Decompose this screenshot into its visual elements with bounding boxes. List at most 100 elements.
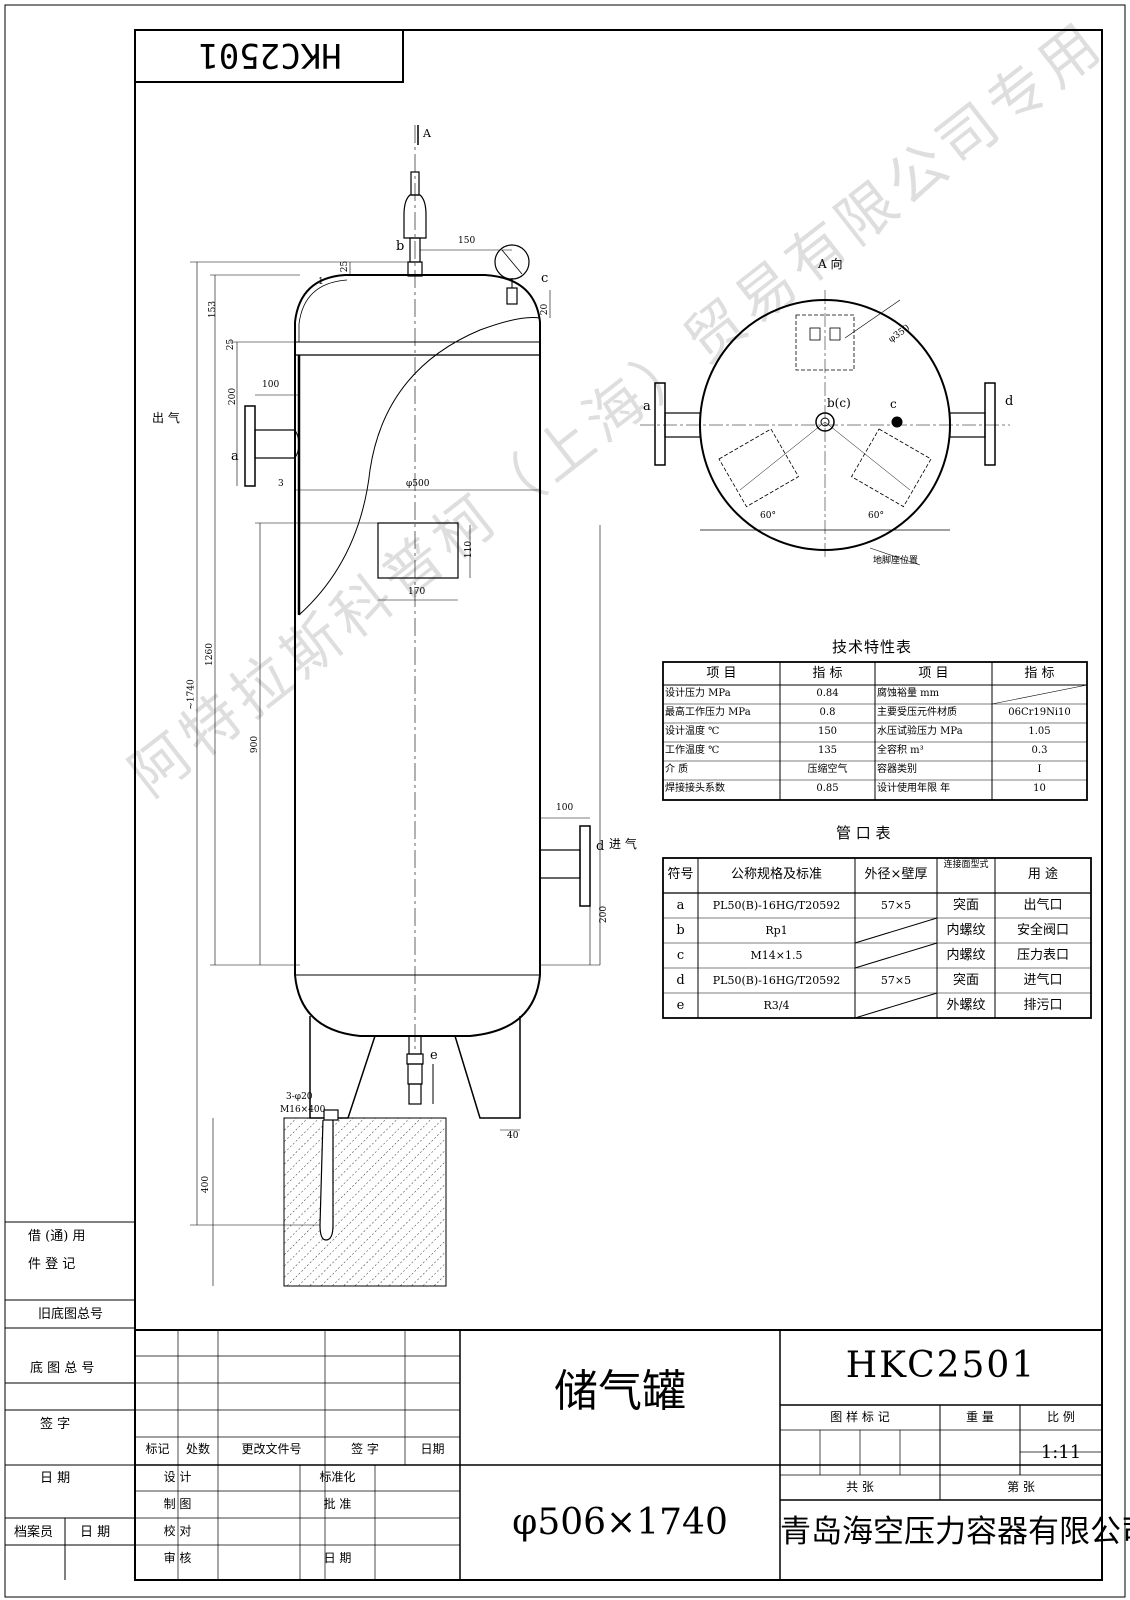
nozzle-cell: 突面 xyxy=(952,973,979,988)
dim-20: 20 xyxy=(540,303,551,316)
anchor-bolt-note-2: M16×400 xyxy=(280,1105,326,1115)
nozzle-cell: M14×1.5 xyxy=(750,949,803,962)
nozzle-header: 符号 xyxy=(667,867,694,882)
anchor-bolt-note-1: 3-φ20 xyxy=(286,1092,313,1102)
tech-cell: 0.3 xyxy=(1031,745,1048,756)
rev-header: 更改文件号 xyxy=(241,1442,302,1456)
tech-table-title: 技术特性表 xyxy=(832,638,913,656)
rev-header: 处数 xyxy=(185,1442,210,1456)
nozzle-cell: 57×5 xyxy=(880,899,912,912)
nozzle-cell: PL50(B)-16HG/T20592 xyxy=(712,899,841,912)
title-block-grid xyxy=(134,1329,1103,1581)
rev-header: 日期 xyxy=(420,1442,445,1456)
nozzle-cell: b xyxy=(676,923,685,938)
role-review: 审 核 xyxy=(163,1551,192,1565)
sheet-number: 第 张 xyxy=(1007,1480,1035,1494)
tech-cell: 150 xyxy=(817,726,838,737)
tech-cell: 腐蚀裕量 mm xyxy=(877,688,940,699)
tech-cell: 0.84 xyxy=(816,688,839,699)
tech-cell: 135 xyxy=(817,745,838,756)
nozzle-letter-c: c xyxy=(541,271,549,286)
nozzle-table-grid xyxy=(662,857,1092,1019)
company-name: 青岛海空压力容器有限公司 xyxy=(780,1514,1130,1550)
product-size: φ506×1740 xyxy=(512,1502,728,1543)
strip-archive-date: 日 期 xyxy=(80,1525,111,1540)
nozzle-header: 用 途 xyxy=(1027,867,1059,882)
dim-900: 900 xyxy=(250,735,261,754)
nozzle-letter-b: b xyxy=(396,239,405,254)
tech-cell: 06Cr19Ni10 xyxy=(1008,707,1071,718)
nozzle-cell: d xyxy=(676,973,685,988)
strip-sign: 签 字 xyxy=(40,1417,71,1432)
support-note: 地脚座位置 xyxy=(873,556,919,566)
nozzle-cell: 出气口 xyxy=(1023,898,1063,913)
tech-cell: I xyxy=(1037,764,1042,775)
view-a-letter-d: d xyxy=(1005,394,1014,409)
dimension-lines xyxy=(190,125,601,1286)
nozzle-header: 公称规格及标准 xyxy=(730,867,822,882)
a-view xyxy=(640,290,1010,566)
tech-cell: 最高工作压力 MPa xyxy=(665,707,751,718)
role-approve: 批 准 xyxy=(323,1497,352,1511)
tech-cell: 主要受压元件材质 xyxy=(877,707,957,718)
scale-label: 比 例 xyxy=(1047,1410,1075,1424)
tech-cell: 焊接接头系数 xyxy=(665,783,725,794)
inlet-label: 进 气 xyxy=(609,837,637,851)
rev-header: 签 字 xyxy=(351,1442,379,1456)
dim-3: 3 xyxy=(278,479,284,489)
nozzle-cell: 内螺纹 xyxy=(946,948,986,963)
dim-25a: 25 xyxy=(340,260,351,273)
nozzle-cell: R3/4 xyxy=(763,999,790,1012)
nozzle-cell: 排污口 xyxy=(1023,998,1063,1013)
tech-cell: 设计温度 ℃ xyxy=(665,726,720,737)
tech-cell: 水压试验压力 MPa xyxy=(877,726,963,737)
nozzle-cell: Rp1 xyxy=(765,924,788,937)
tech-table-grid xyxy=(662,661,1088,801)
dim-400: 400 xyxy=(201,1175,212,1194)
angle-60-right: 60° xyxy=(868,511,884,521)
nozzle-table-title: 管 口 表 xyxy=(836,824,891,842)
view-a-letter-a: a xyxy=(643,399,651,414)
nozzle-cell: a xyxy=(676,898,685,913)
nozzle-cell: c xyxy=(676,948,685,963)
weight-label: 重 量 xyxy=(966,1410,994,1424)
dim-100b: 100 xyxy=(556,803,574,813)
tech-cell: 设计使用年限 年 xyxy=(877,783,951,794)
dim-200a: 200 xyxy=(228,387,239,406)
dim-170: 170 xyxy=(408,587,426,597)
dim-100a: 100 xyxy=(262,380,280,390)
rev-header: 标记 xyxy=(145,1442,170,1456)
nozzle-cell: 突面 xyxy=(952,898,979,913)
section-arrow-label: A xyxy=(423,127,431,140)
stage-label: 图 样 标 记 xyxy=(830,1410,890,1424)
nozzle-letter-d: d xyxy=(596,839,605,854)
role-standard: 标准化 xyxy=(319,1470,356,1484)
strip-borrow: 借 (通) 用 xyxy=(28,1229,86,1244)
product-name: 储气罐 xyxy=(554,1366,686,1417)
strip-old-base: 旧底图总号 xyxy=(38,1307,104,1322)
view-a-letter-c: c xyxy=(890,397,897,411)
dim-phi500: φ500 xyxy=(406,479,430,489)
view-a-title: A 向 xyxy=(818,257,843,271)
nozzle-header: 连接面型式 xyxy=(943,860,989,870)
view-a-letter-bc: b(c) xyxy=(827,396,851,410)
strip-register: 件 登 记 xyxy=(28,1257,76,1272)
role-check: 校 对 xyxy=(163,1524,192,1538)
angle-60-left: 60° xyxy=(760,511,776,521)
tech-cell: 1.05 xyxy=(1028,726,1051,737)
tech-cell: 介 质 xyxy=(665,764,689,775)
nozzle-cell: e xyxy=(676,998,685,1013)
dim-150: 150 xyxy=(458,236,476,246)
tech-header-2: 指 标 xyxy=(812,666,843,681)
dim-1260: 1260 xyxy=(204,643,215,666)
scale-value: 1:11 xyxy=(1040,1442,1082,1463)
nozzle-cell: 压力表口 xyxy=(1016,948,1069,963)
dim-153: 153 xyxy=(208,300,219,319)
strip-base: 底 图 总 号 xyxy=(30,1361,95,1376)
tech-header-3: 项 目 xyxy=(918,666,949,681)
outlet-label: 出 气 xyxy=(152,411,180,425)
dim-25b: 25 xyxy=(226,338,237,351)
rotated-drawing-number: HKC2501 xyxy=(198,35,342,75)
